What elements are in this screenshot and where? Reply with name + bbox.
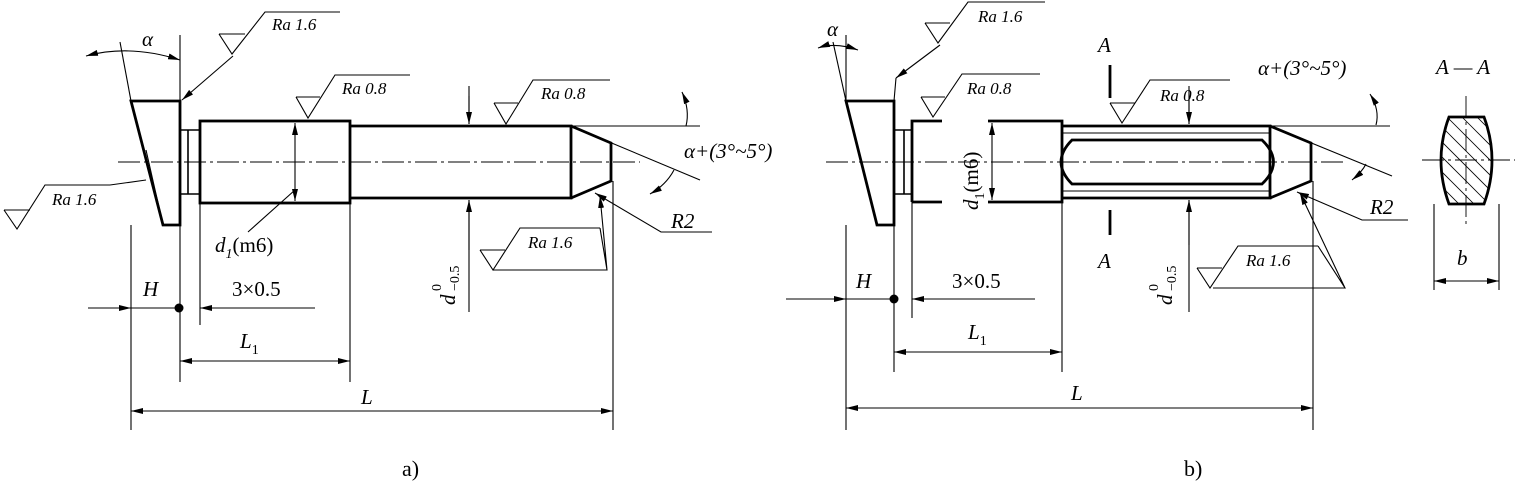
r2-label-a: R2 (670, 209, 695, 233)
h-label-a: H (142, 277, 160, 301)
d-tolerance-b: d 0 −0.5 (1147, 266, 1180, 305)
svg-text:−0.5: −0.5 (1165, 266, 1180, 291)
ra-left-a: Ra 1.6 (51, 190, 97, 209)
ra-top-b: Ra 1.6 (977, 7, 1023, 26)
ra-bottom-b: Ra 1.6 (1245, 251, 1291, 270)
r2-label-b: R2 (1369, 195, 1394, 219)
roughness-symbol-b-d1 (920, 73, 1040, 119)
ra-bottom-a: Ra 1.6 (527, 233, 573, 252)
ra-right-a: Ra 0.8 (540, 84, 586, 103)
roughness-symbol-a-mid (295, 74, 410, 120)
section-mark-top-b: A (1096, 33, 1111, 57)
pin-neck-b (894, 129, 912, 195)
svg-text:0: 0 (430, 284, 445, 291)
section-title-b: A — A (1434, 55, 1490, 79)
l-label-a: L (360, 385, 373, 409)
h-label-b: H (855, 269, 873, 293)
roughness-symbol-b-bottom (1196, 245, 1318, 290)
svg-text:d: d (436, 294, 460, 305)
pin-head-b (844, 99, 896, 227)
d1-label-a: d1(m6) (215, 233, 273, 262)
pin-shank-b (1062, 124, 1272, 200)
roughness-symbol-b-mid (1109, 79, 1230, 125)
pin-d1-section-a (198, 119, 352, 205)
b-label: b (1457, 246, 1468, 270)
roughness-symbol-a-right (493, 79, 610, 126)
ra-top-a: Ra 1.6 (271, 15, 317, 34)
section-hatch (1441, 117, 1492, 204)
chamfer-label-a: 3×0.5 (232, 277, 281, 301)
pin-neck-a (180, 129, 200, 195)
figure-a: α Ra 1.6 Ra 1.6 Ra 0.8 Ra 0.8 d1(m6) d 0 (3, 11, 772, 481)
ra-mid-b: Ra 0.8 (1159, 86, 1205, 105)
svg-text:d: d (1153, 294, 1177, 305)
roughness-symbol-a-bottom (479, 227, 600, 272)
l1-label-a: L1 (239, 329, 259, 358)
caption-b: b) (1184, 456, 1202, 481)
svg-text:−0.5: −0.5 (448, 266, 463, 291)
l1-label-b: L1 (967, 320, 987, 349)
pin-shank-a (350, 124, 573, 200)
d-tolerance-a: d 0 −0.5 (430, 266, 463, 305)
chamfer-label-b: 3×0.5 (952, 269, 1001, 293)
roughness-symbol-b-top (924, 1, 1045, 44)
alpha-label-a: α (142, 27, 154, 51)
roughness-symbol-a-left (3, 184, 110, 230)
pin-head-a (129, 99, 182, 227)
section-profile (1439, 115, 1494, 206)
roughness-symbol-a-top (218, 11, 340, 55)
h-point-b (889, 294, 899, 304)
ra-d1-b: Ra 0.8 (966, 79, 1012, 98)
pin-flat-slot-b (1059, 138, 1275, 186)
d1-label-b: d1(m6) (959, 152, 988, 210)
section-mark-bottom-b: A (1096, 249, 1111, 273)
ra-mid-a: Ra 0.8 (341, 79, 387, 98)
alpha-plus-b: α+(3°~5°) (1258, 56, 1346, 80)
pin-d1-section-b (910, 119, 1064, 204)
h-point-a (174, 303, 184, 313)
l-label-b: L (1070, 381, 1083, 405)
alpha-plus-a: α+(3°~5°) (684, 139, 772, 163)
figure-b: α Ra 1.6 Ra 0.8 d1(m6) A A Ra 0.8 d (786, 1, 1515, 481)
svg-text:d1(m6): d1(m6) (959, 152, 988, 210)
alpha-label-b: α (827, 17, 839, 41)
caption-a: a) (402, 456, 419, 481)
svg-text:0: 0 (1147, 284, 1162, 291)
